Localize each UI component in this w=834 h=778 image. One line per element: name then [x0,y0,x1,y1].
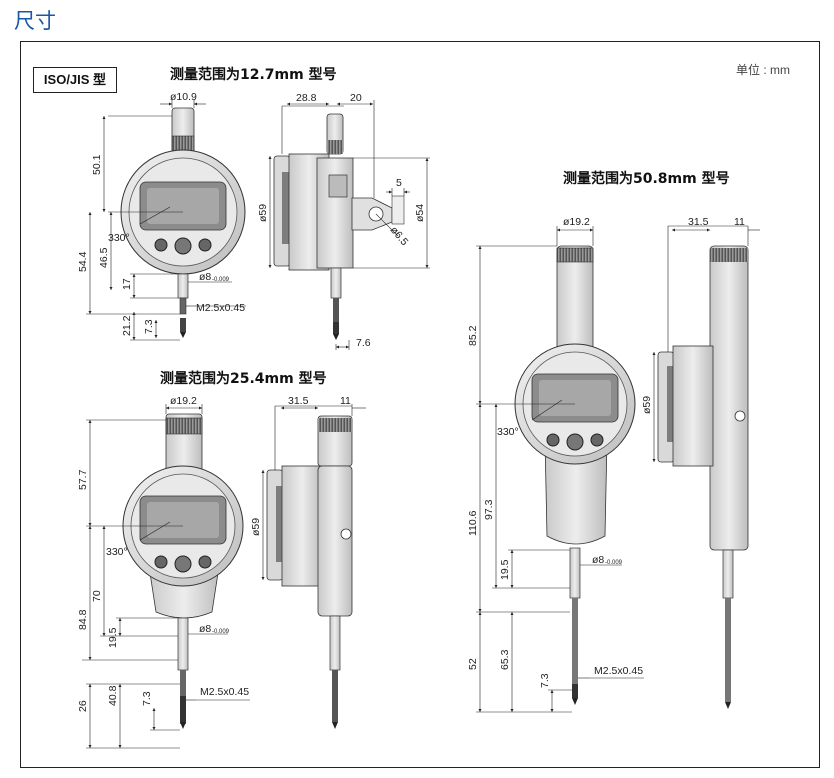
m1-lug-dia: ø54 [414,204,426,222]
model-2-dimension-labels: ø19.2 57.7 330° 84.8 70 19.5 ø8 -0.009 4… [77,395,351,712]
m3-w-back: 31.5 [688,216,709,228]
m3-dial-dia: ø59 [641,396,653,414]
drawing-frame [20,41,820,768]
m2-h-top: 57.7 [77,469,89,490]
standard-badge: ISO/JIS 型 [33,67,117,93]
m2-w-back: 31.5 [288,395,309,407]
m2-h-contact: 7.3 [141,691,153,706]
model-2-dimensions [82,404,366,749]
m2-h-lower: 70 [91,590,103,602]
m3-h-stem: 19.5 [499,559,511,580]
m1-h-top: 50.1 [91,154,103,175]
model-2-front-view [122,413,244,729]
model-3-dimension-labels: ø19.2 85.2 330° 110.6 97.3 19.5 ø8 -0.00… [467,216,745,688]
m2-h-tip: 40.8 [107,685,119,706]
model-3-side-view [657,245,749,709]
m3-crown-dia: ø19.2 [563,216,590,228]
m2-stem-dia: ø8 [199,623,211,635]
m2-crown-dia: ø19.2 [170,395,197,407]
model-1-heading: 测量范围为12.7mm 型号 [170,67,337,83]
m2-rotation: 330° [106,546,128,558]
m3-w-cap: 11 [734,216,745,228]
model-3-dimensions [476,225,760,713]
m1-h-contact: 7.3 [143,319,155,334]
m2-w-cap: 11 [340,395,351,407]
m1-crown-dia: ø10.9 [170,91,197,103]
m1-hole-dia: ø6.5 [388,224,411,248]
m2-h-total: 84.8 [77,609,89,630]
m3-h-top: 85.2 [467,325,479,346]
m3-rotation: 330° [497,426,519,438]
m1-h-lower: 46.5 [98,247,110,268]
m2-dial-dia: ø59 [250,518,262,536]
m3-contact-thread: M2.5x0.45 [594,665,643,677]
m1-lug-w: 5 [396,177,402,189]
m2-stem-tol: -0.009 [212,629,230,635]
m3-stem-tol: -0.009 [605,560,623,566]
model-1-dimensions [86,100,430,350]
m1-stem-tol: -0.009 [212,277,230,283]
m1-h-stem: 17 [121,278,133,290]
m3-h-lower: 97.3 [483,499,495,520]
m3-h-total: 110.6 [467,510,479,536]
m2-h-stem: 19.5 [107,627,119,648]
m1-h-tip: 21.2 [121,315,133,336]
model-3-front-view [514,245,636,705]
model-2-heading: 测量范围为25.4mm 型号 [160,371,327,387]
m1-w-back: 28.8 [296,92,317,104]
m3-stem-dia: ø8 [592,554,604,566]
model-2-side-view [266,415,353,729]
m3-h-low: 52 [467,658,479,670]
m1-tip-offset: 7.6 [356,337,371,349]
m3-h-tip: 65.3 [499,649,511,670]
m1-contact-thread: M2.5x0.45 [196,302,245,314]
model-3-heading: 测量范围为50.8mm 型号 [563,171,730,187]
model-1-side-view [273,113,405,340]
unit-note: 单位 : mm [736,63,790,77]
m1-dial-dia: ø59 [257,204,269,222]
m2-h-low: 26 [77,700,89,712]
m1-h-total: 54.4 [77,251,89,272]
m1-stem-dia: ø8 [199,271,211,283]
m1-w-lug: 20 [350,92,362,104]
page-title: 尺寸 [14,9,56,33]
m2-contact-thread: M2.5x0.45 [200,686,249,698]
m1-rotation: 330° [108,232,130,244]
m3-h-contact: 7.3 [539,673,551,688]
